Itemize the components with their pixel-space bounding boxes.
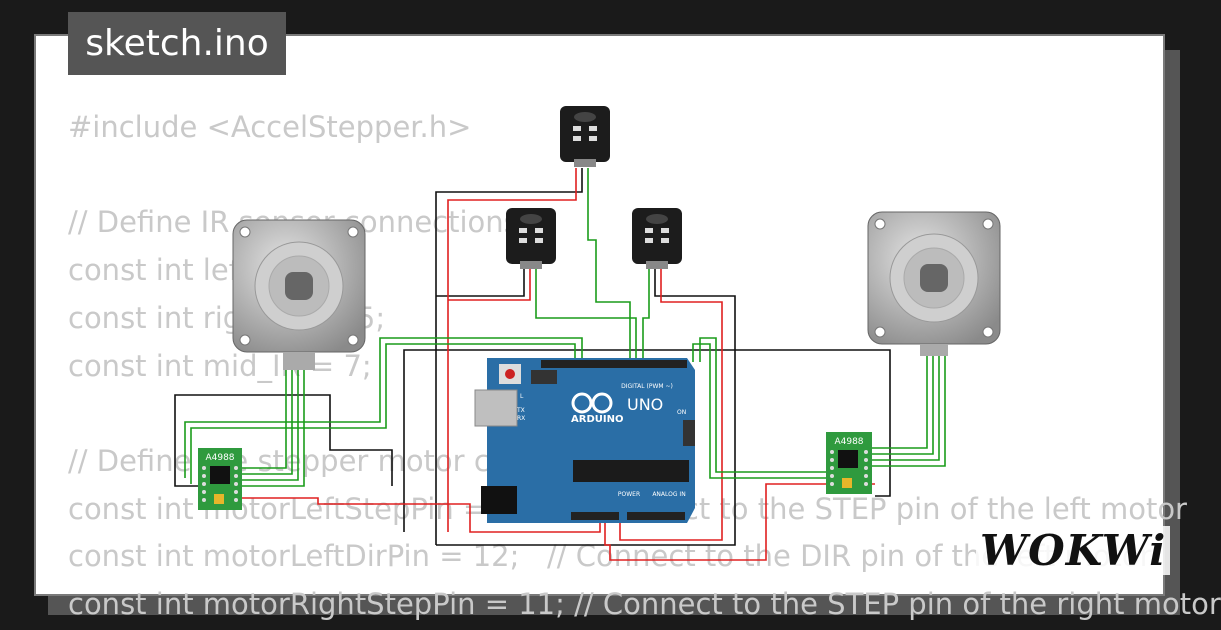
wire-green bbox=[240, 370, 293, 475]
wire-red bbox=[619, 265, 723, 541]
wire-black bbox=[403, 349, 891, 532]
wire-green bbox=[870, 355, 928, 449]
on-label: ON bbox=[677, 409, 686, 416]
wire-black bbox=[435, 168, 583, 545]
tx-label: TX bbox=[516, 407, 525, 414]
rx-label: RX bbox=[517, 415, 525, 422]
wire-green bbox=[535, 265, 637, 362]
driver-label: A4988 bbox=[834, 437, 863, 447]
wire-black bbox=[436, 265, 736, 546]
code-line: #include <AccelStepper.h> bbox=[68, 110, 472, 144]
ir-sensor-right bbox=[632, 208, 682, 269]
code-line: const int motorRightStepPin = 11; // Con… bbox=[68, 587, 1221, 622]
analog-header bbox=[627, 512, 685, 520]
wire-green bbox=[642, 265, 650, 362]
digital-header-label: DIGITAL (PWM ~) bbox=[621, 383, 673, 390]
wire-green bbox=[587, 168, 631, 362]
wire-red bbox=[240, 497, 601, 533]
driver-label: A4988 bbox=[205, 453, 234, 463]
wire-green bbox=[190, 343, 576, 484]
wire-green bbox=[240, 370, 299, 481]
wire-green bbox=[870, 355, 946, 467]
wire-red bbox=[447, 168, 577, 532]
wire-green bbox=[240, 370, 305, 487]
ir-sensor-top bbox=[560, 106, 610, 167]
power-header bbox=[571, 512, 619, 520]
wires bbox=[174, 168, 946, 561]
arduino-uno-board: DIGITAL (PWM ~) ARDUINO UNO ON TX RX L P… bbox=[474, 358, 695, 523]
wire-red bbox=[448, 265, 531, 301]
wire-green bbox=[870, 355, 934, 455]
wire-red bbox=[604, 483, 875, 561]
wire-green bbox=[692, 343, 828, 479]
wokwi-logo: WOKWi bbox=[976, 526, 1171, 575]
power-header-label: POWER bbox=[618, 491, 640, 498]
usb-port bbox=[474, 389, 518, 427]
code-line: const int mid_IR = 7; bbox=[68, 348, 372, 383]
wire-green bbox=[240, 370, 287, 469]
digital-header bbox=[541, 360, 687, 368]
arduino-infinity-logo bbox=[571, 392, 613, 414]
l-label: L bbox=[520, 393, 524, 400]
arduino-model: UNO bbox=[627, 395, 663, 414]
wire-green bbox=[184, 337, 583, 478]
a4988-driver-right: A4988 bbox=[826, 432, 872, 494]
wire-green bbox=[699, 337, 828, 473]
arduino-brand: ARDUINO bbox=[571, 414, 623, 425]
file-tab[interactable]: sketch.ino bbox=[68, 12, 286, 75]
microcontroller-chip bbox=[573, 460, 689, 482]
stepper-motor-left bbox=[232, 219, 366, 370]
wire-black bbox=[174, 394, 393, 487]
power-jack bbox=[481, 486, 517, 514]
a4988-driver-left: A4988 bbox=[198, 448, 242, 510]
ir-sensor-left bbox=[506, 208, 556, 269]
analog-header-label: ANALOG IN bbox=[652, 491, 685, 498]
wire-green bbox=[870, 355, 940, 461]
wire-black bbox=[436, 265, 525, 297]
stepper-motor-right bbox=[867, 211, 1001, 356]
